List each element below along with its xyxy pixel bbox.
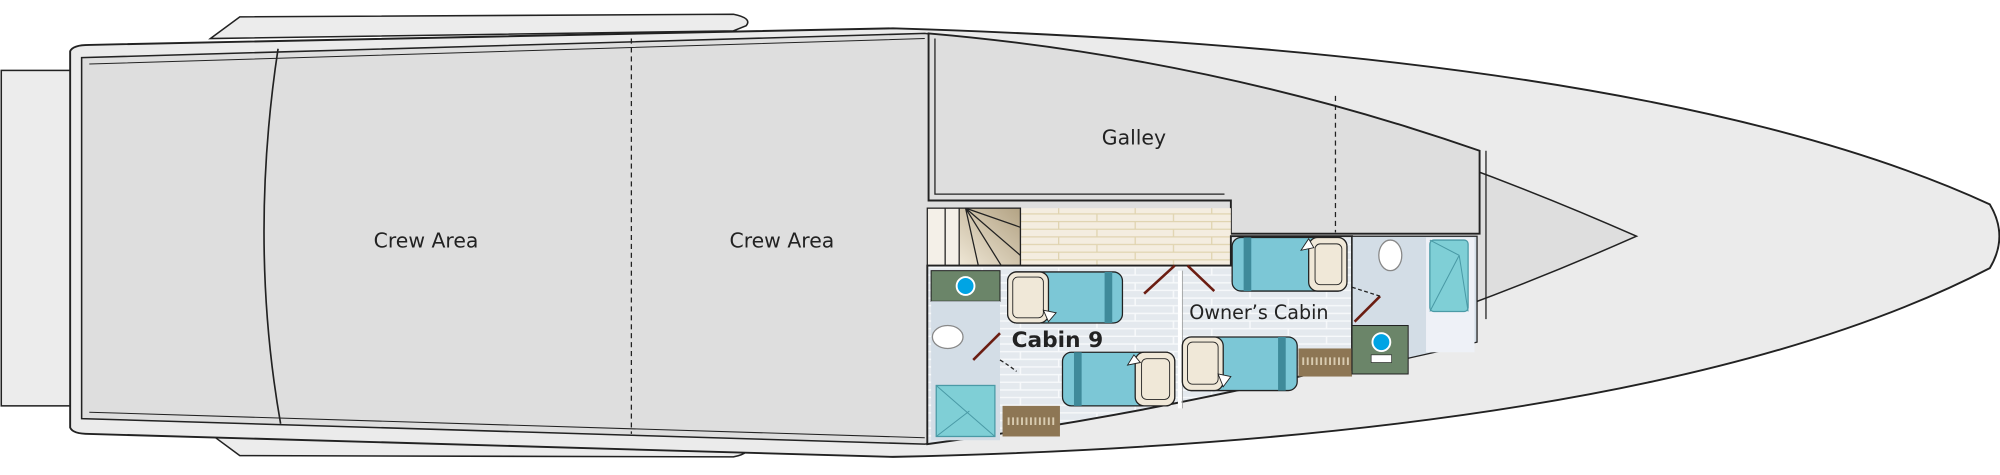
door-owners-cabin	[1186, 264, 1216, 292]
bed-owners-lower	[1181, 336, 1298, 392]
label-galley: Galley	[1102, 125, 1166, 149]
staircase	[926, 207, 1022, 267]
sink-base	[1370, 354, 1392, 363]
door-swing	[1351, 286, 1381, 297]
side-deck-top	[208, 13, 749, 40]
deck-inner-line	[89, 38, 925, 439]
label-crew-area-fwd: Crew Area	[729, 229, 834, 253]
frame-line	[263, 48, 282, 424]
galley-wall-inner	[934, 38, 1225, 195]
galley-room	[927, 32, 1481, 235]
sink-icon	[1371, 332, 1392, 352]
door-swing	[999, 359, 1017, 372]
bed-owners-upper	[1231, 236, 1348, 292]
bed-cabin9-upper	[1007, 271, 1124, 324]
shower-lines	[1429, 239, 1469, 312]
bed-cabin9-lower	[1061, 351, 1176, 407]
shower-drain-lines	[935, 385, 996, 437]
toilet-icon	[1378, 239, 1403, 272]
label-owners-cabin: Owner’s Cabin	[1189, 301, 1328, 324]
label-cabin-9: Cabin 9	[1012, 328, 1104, 353]
door-cabin9-bath	[972, 332, 1001, 361]
swim-platform	[0, 69, 74, 407]
toilet-icon	[931, 324, 964, 350]
label-crew-area-aft: Crew Area	[374, 229, 479, 253]
door-owners-bath	[1353, 295, 1382, 323]
door-cabin-9	[1143, 264, 1176, 295]
sink-icon	[955, 276, 976, 296]
corridor-floor	[1020, 208, 1231, 266]
